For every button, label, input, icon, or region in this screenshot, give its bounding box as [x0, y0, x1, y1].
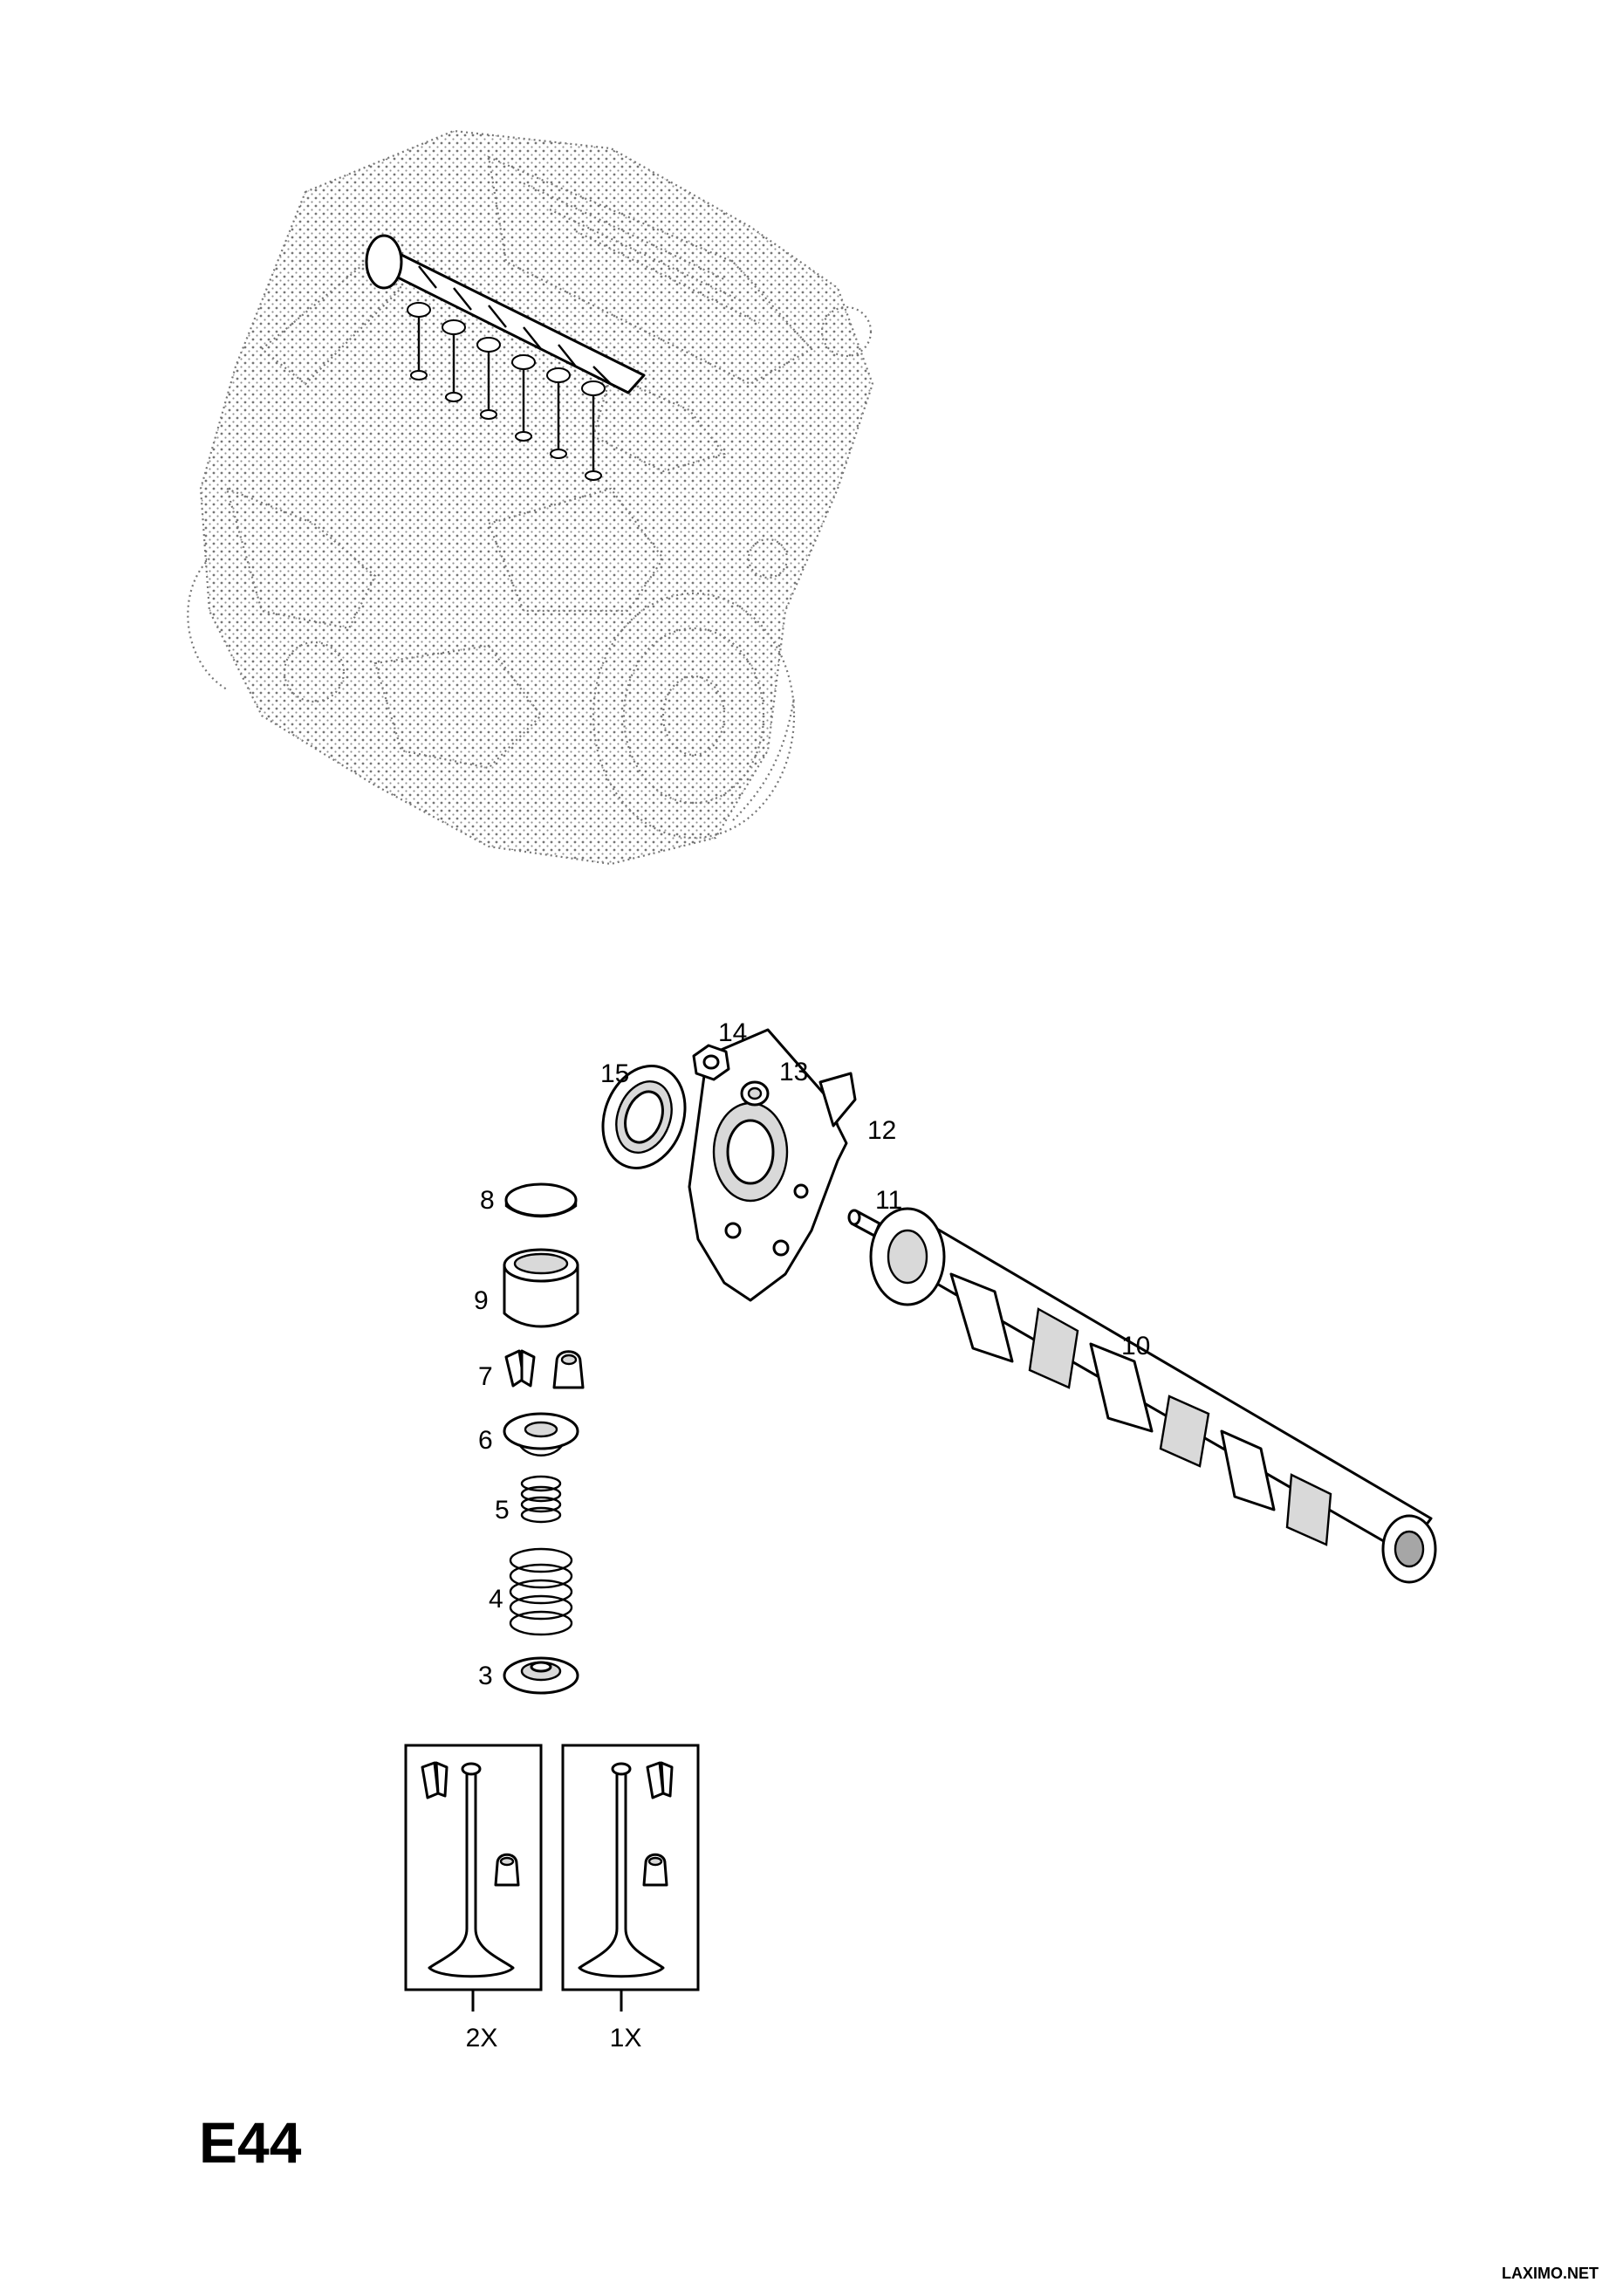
- dowel-pin: [847, 1209, 881, 1237]
- callout-7: 7: [478, 1362, 493, 1391]
- callout-14: 14: [718, 1018, 747, 1047]
- callout-13: 13: [779, 1058, 808, 1086]
- callout-10: 10: [1121, 1332, 1150, 1360]
- outer-valve-spring: [509, 1547, 573, 1636]
- callout-11: 11: [875, 1186, 902, 1215]
- spring-seat: [503, 1656, 579, 1695]
- page-code: E44: [199, 2110, 302, 2175]
- callout-8: 8: [480, 1186, 495, 1215]
- camshaft: [869, 1207, 1437, 1584]
- callout-labels: 14 15 13 12 11 10 8 9 7 6 5 4 3 2X 1X: [466, 1018, 1151, 2053]
- seal-ring: [601, 1065, 687, 1169]
- quantity-label-left: 2X: [466, 2024, 498, 2053]
- callout-12: 12: [867, 1116, 896, 1145]
- callout-3: 3: [478, 1662, 493, 1690]
- shim: [504, 1182, 578, 1218]
- callout-15: 15: [600, 1059, 629, 1088]
- callout-9: 9: [474, 1286, 489, 1315]
- callout-5: 5: [495, 1496, 510, 1525]
- nut: [692, 1044, 730, 1081]
- tappet: [503, 1248, 579, 1328]
- camshaft-housing: [688, 1028, 857, 1302]
- engine-overview-illustration: [187, 129, 874, 866]
- quantity-label-right: 1X: [610, 2024, 642, 2053]
- spring-retainer: [503, 1412, 579, 1456]
- washer: [740, 1080, 770, 1107]
- inner-valve-spring: [520, 1475, 562, 1524]
- valve-box-right: [561, 1744, 700, 2012]
- valve-keepers: [504, 1349, 585, 1389]
- callout-4: 4: [489, 1585, 503, 1614]
- valve-stack: [503, 1182, 585, 1695]
- callout-6: 6: [478, 1426, 493, 1455]
- watermark-text: LAXIMO.NET: [1502, 2265, 1599, 2282]
- valve-box-left: [404, 1744, 543, 2012]
